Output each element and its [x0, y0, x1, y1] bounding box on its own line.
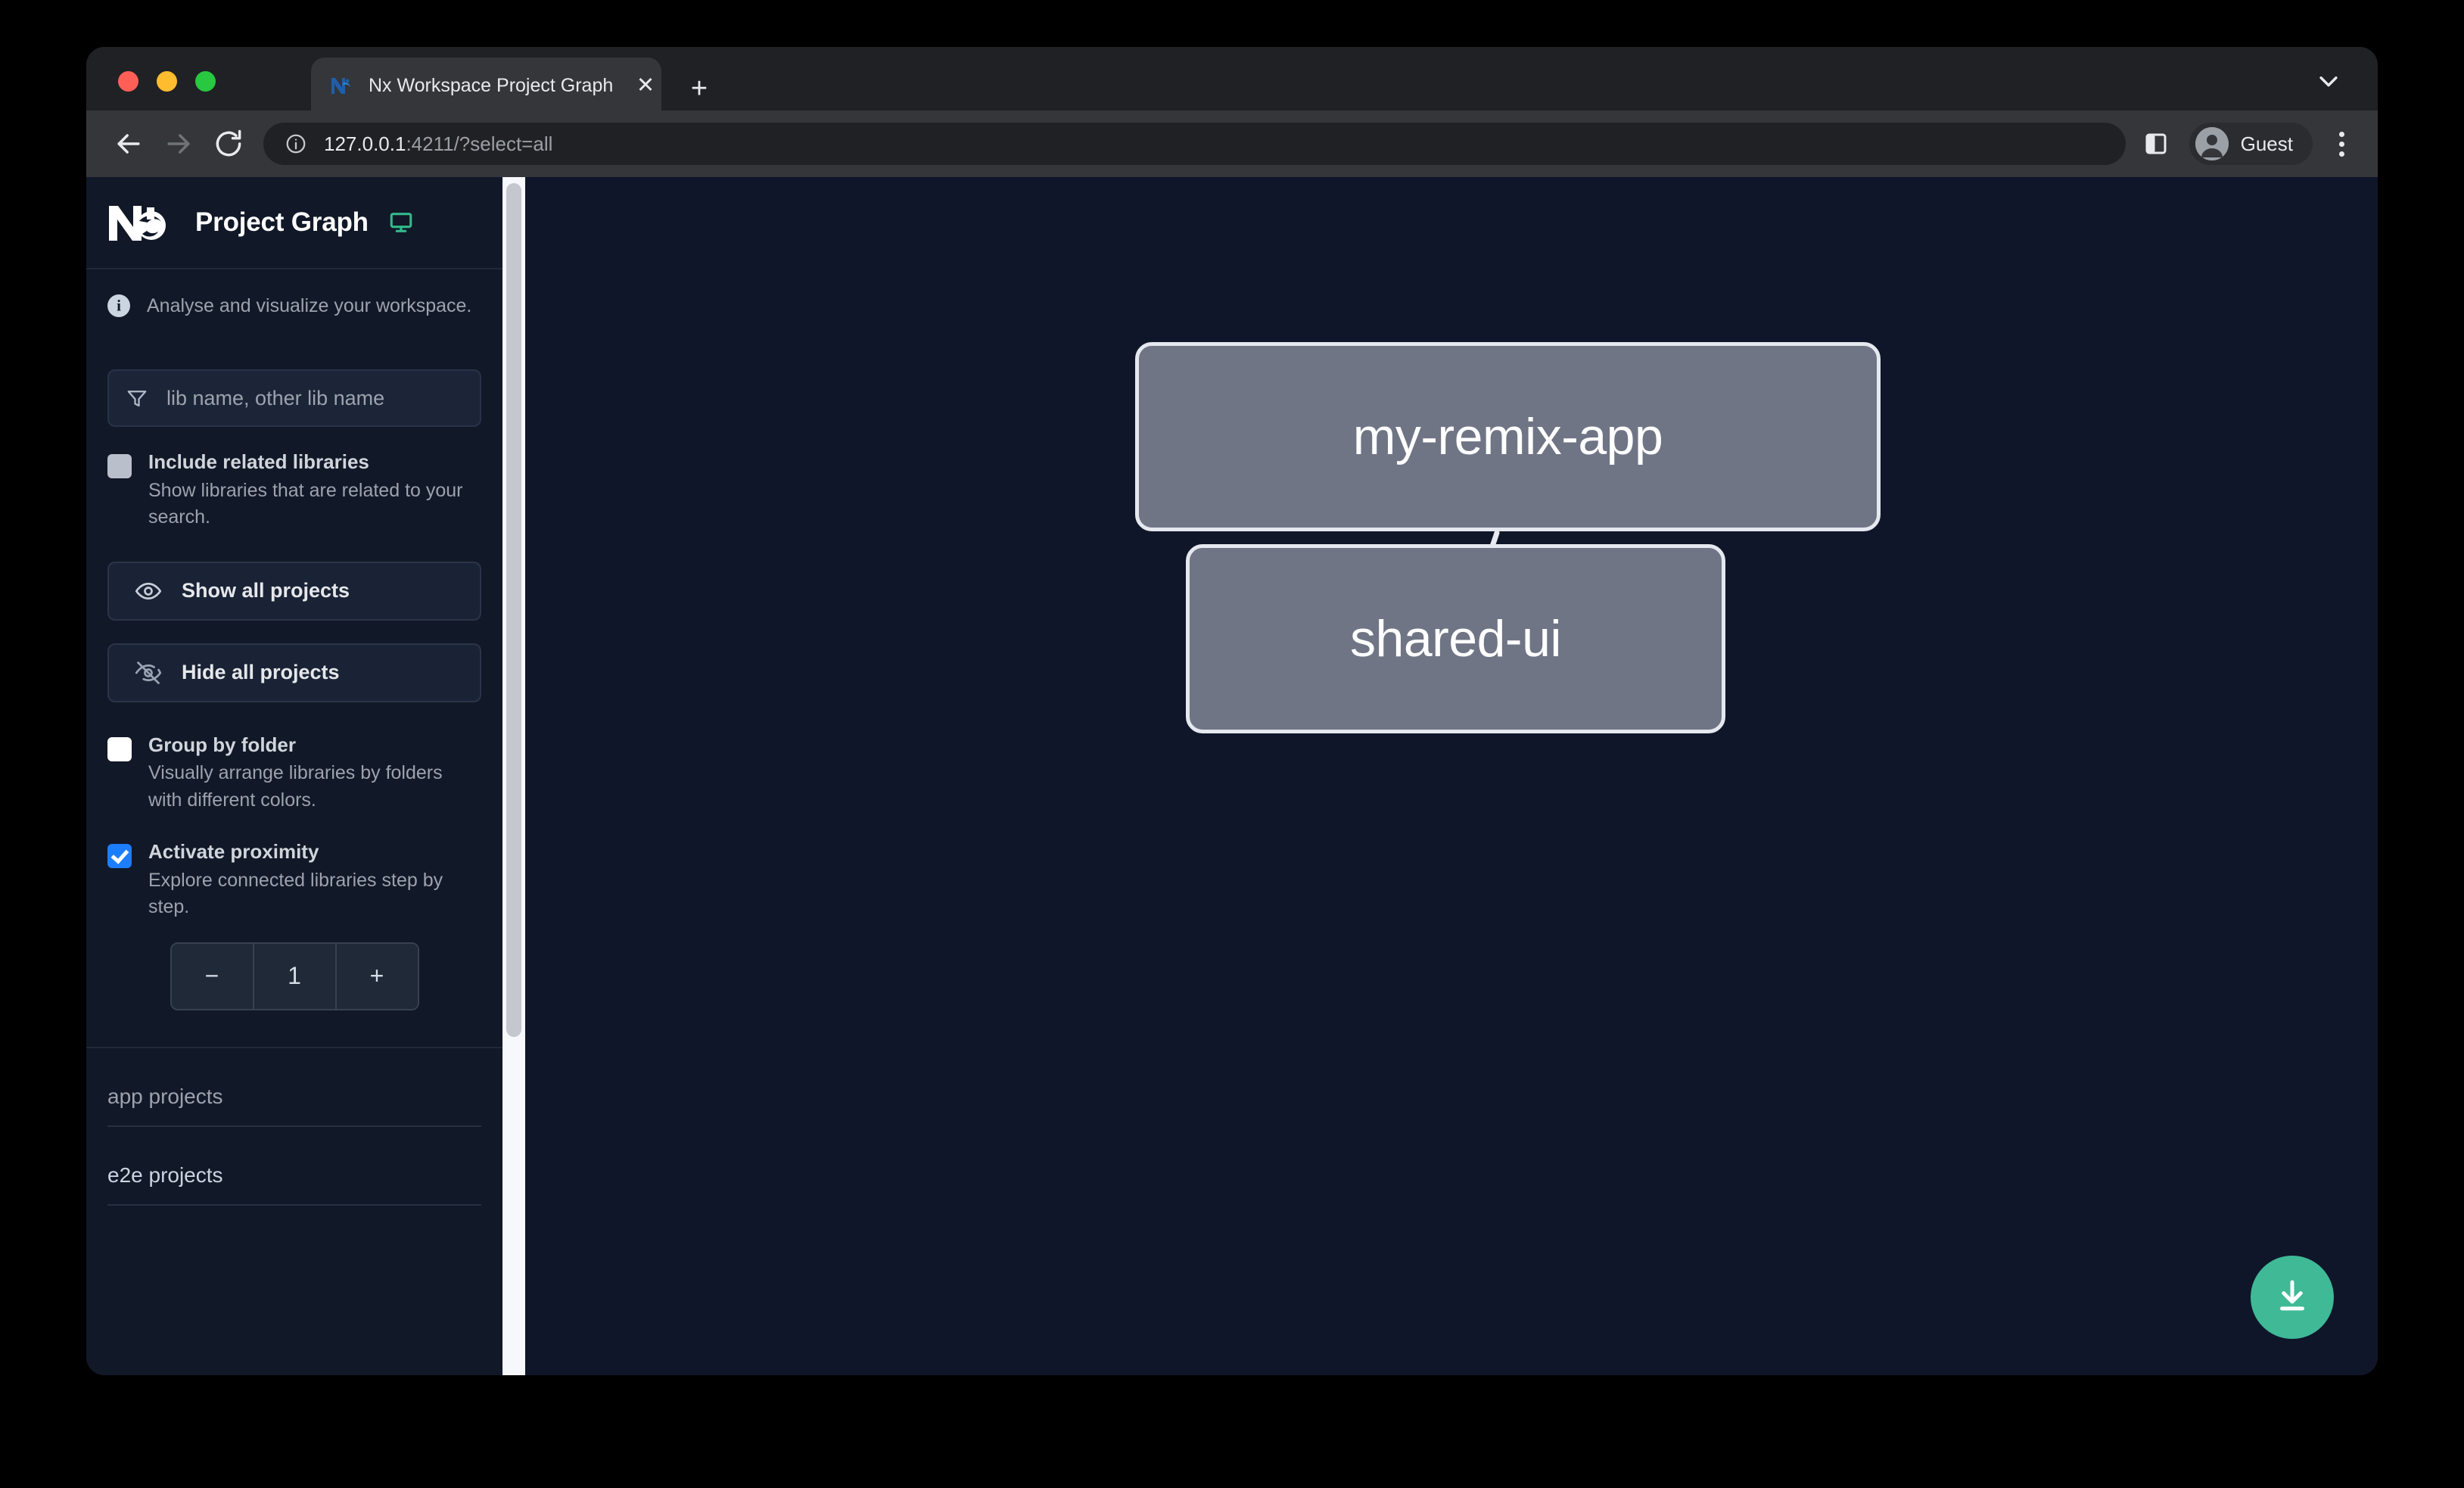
stepper-decrement-button[interactable]: − — [171, 943, 253, 1009]
window-traffic-lights — [118, 71, 216, 92]
info-icon — [107, 294, 130, 317]
back-icon[interactable] — [112, 127, 145, 160]
address-bar[interactable]: 127.0.0.1:4211/?select=all — [263, 123, 2126, 165]
page-viewport: Project Graph Analyse and visualize your… — [86, 177, 2378, 1375]
option-description: Show libraries that are related to your … — [148, 479, 463, 528]
browser-tab[interactable]: Nx Workspace Project Graph ✕ — [311, 58, 661, 114]
checkbox-group-by-folder[interactable] — [107, 736, 132, 761]
graph-node-label: shared-ui — [1350, 610, 1562, 668]
nx-logo-icon — [329, 73, 353, 98]
maximize-window-button[interactable] — [195, 71, 216, 92]
section-app-projects[interactable]: app projects — [107, 1048, 481, 1127]
sidebar-scrollbar[interactable] — [502, 177, 525, 1375]
browser-toolbar: 127.0.0.1:4211/?select=all Guest — [86, 111, 2378, 177]
profile-chip[interactable]: Guest — [2189, 123, 2313, 165]
option-description: Explore connected libraries step by step… — [148, 869, 443, 918]
graph-node-my-remix-app[interactable]: my-remix-app — [1135, 342, 1881, 531]
page-title: Project Graph — [195, 207, 369, 237]
sidebar-scrollbar-thumb[interactable] — [506, 183, 521, 1037]
search-input[interactable] — [165, 385, 463, 411]
proximity-stepper[interactable]: − 1 + — [170, 942, 419, 1010]
minimize-window-button[interactable] — [157, 71, 177, 92]
section-e2e-projects[interactable]: e2e projects — [107, 1127, 481, 1206]
option-description: Visually arrange libraries by folders wi… — [148, 762, 443, 811]
split-view-icon[interactable] — [2142, 130, 2170, 157]
close-tab-icon[interactable]: ✕ — [636, 73, 655, 98]
sidebar-header: Project Graph — [86, 177, 502, 269]
forward-icon[interactable] — [162, 127, 195, 160]
option-label: Group by folder — [148, 733, 296, 756]
eye-icon — [135, 577, 162, 605]
option-activate-proximity[interactable]: Activate proximity Explore connected lib… — [107, 839, 481, 921]
option-group-by-folder[interactable]: Group by folder Visually arrange librari… — [107, 733, 481, 814]
section-title: e2e projects — [107, 1163, 481, 1206]
option-include-related-libraries[interactable]: Include related libraries Show libraries… — [107, 450, 481, 531]
search-field-wrapper[interactable] — [107, 369, 481, 427]
monitor-icon[interactable] — [388, 210, 414, 235]
option-label: Activate proximity — [148, 840, 319, 863]
show-all-projects-button[interactable]: Show all projects — [107, 561, 481, 621]
nx-logo-icon — [107, 203, 173, 242]
avatar — [2195, 127, 2229, 160]
url-host: 127.0.0.1 — [324, 132, 406, 155]
site-info-icon[interactable] — [285, 132, 307, 155]
checkbox-include-related-libraries[interactable] — [107, 454, 132, 478]
divider — [86, 1046, 502, 1048]
graph-node-label: my-remix-app — [1352, 408, 1663, 465]
new-tab-button[interactable]: + — [690, 73, 708, 104]
download-icon — [2272, 1275, 2313, 1320]
sidebar: Project Graph Analyse and visualize your… — [86, 177, 502, 1375]
reload-icon[interactable] — [212, 127, 245, 160]
filter-icon — [126, 387, 148, 409]
address-bar-url: 127.0.0.1:4211/?select=all — [324, 132, 552, 156]
checkbox-activate-proximity[interactable] — [107, 844, 132, 868]
hide-all-projects-button[interactable]: Hide all projects — [107, 643, 481, 702]
stepper-increment-button[interactable]: + — [334, 943, 418, 1009]
info-row: Analyse and visualize your workspace. — [86, 269, 502, 342]
chevron-down-icon[interactable] — [2316, 68, 2341, 94]
browser-menu-icon[interactable] — [2325, 131, 2358, 157]
stepper-value: 1 — [252, 943, 335, 1009]
info-text: Analyse and visualize your workspace. — [147, 294, 472, 316]
section-title: app projects — [107, 1085, 481, 1127]
project-graph-canvas[interactable]: my-remix-app shared-ui — [525, 177, 2378, 1375]
download-graph-button[interactable] — [2251, 1256, 2334, 1339]
option-label: Include related libraries — [148, 450, 369, 473]
url-path: :4211/?select=all — [406, 132, 553, 155]
hide-all-projects-label: Hide all projects — [182, 661, 340, 683]
browser-window: Nx Workspace Project Graph ✕ + — [86, 47, 2378, 1375]
browser-tab-title: Nx Workspace Project Graph — [369, 74, 614, 96]
close-window-button[interactable] — [118, 71, 138, 92]
eye-slash-icon — [135, 659, 162, 686]
show-all-projects-label: Show all projects — [182, 579, 350, 602]
graph-node-shared-ui[interactable]: shared-ui — [1186, 544, 1725, 733]
profile-name: Guest — [2240, 132, 2293, 155]
browser-tab-strip: Nx Workspace Project Graph ✕ + — [86, 47, 2378, 114]
